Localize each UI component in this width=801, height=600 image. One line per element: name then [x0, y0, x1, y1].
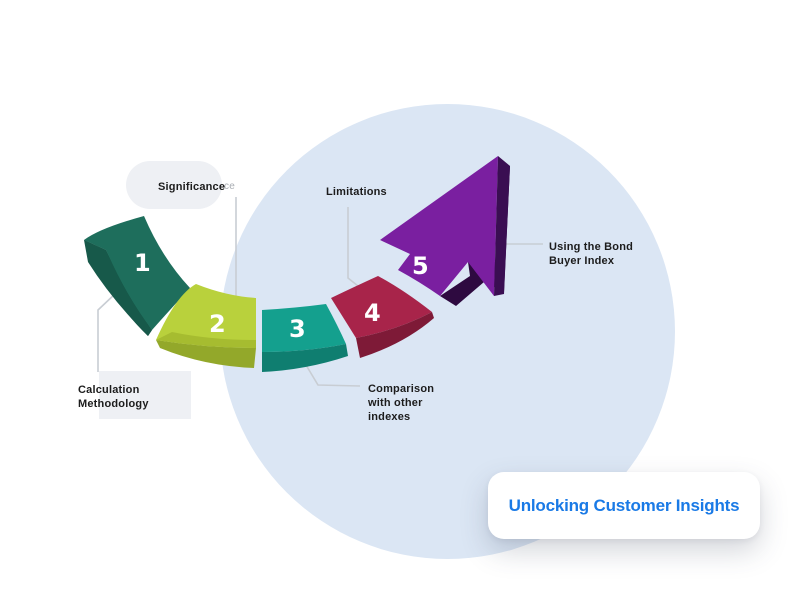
significance-label-background	[126, 161, 222, 209]
step-4-number: 4	[364, 299, 381, 327]
step-5-number: 5	[412, 252, 429, 280]
leader-line-4	[347, 207, 369, 295]
step-1-label: Calculation Methodology	[78, 384, 149, 410]
step-4-segment: 4	[331, 276, 434, 358]
step-1-number: 1	[134, 249, 151, 277]
step-2-segment: 2	[156, 284, 256, 368]
leader-line-3	[305, 364, 361, 387]
methodology-label-background	[99, 371, 191, 419]
step-3-label: Comparison with other indexes	[368, 383, 435, 423]
step-3-segment: 3	[262, 304, 348, 372]
step-4-label: Limitations	[326, 186, 387, 198]
leader-line-2	[217, 197, 237, 306]
step-1-segment: 1	[84, 216, 190, 336]
step-5-label: Using the Bond Buyer Index	[549, 241, 634, 267]
leader-line-1	[97, 292, 117, 372]
step-2-label-overflow: ce	[224, 181, 235, 192]
step-3-number: 3	[289, 315, 306, 343]
card-title: Unlocking Customer Insights	[508, 495, 740, 515]
insights-card: Unlocking Customer Insights	[488, 472, 760, 539]
step-5-arrow: 5	[380, 156, 510, 306]
step-2-label: Significance	[158, 181, 226, 193]
step-2-number: 2	[209, 310, 226, 338]
